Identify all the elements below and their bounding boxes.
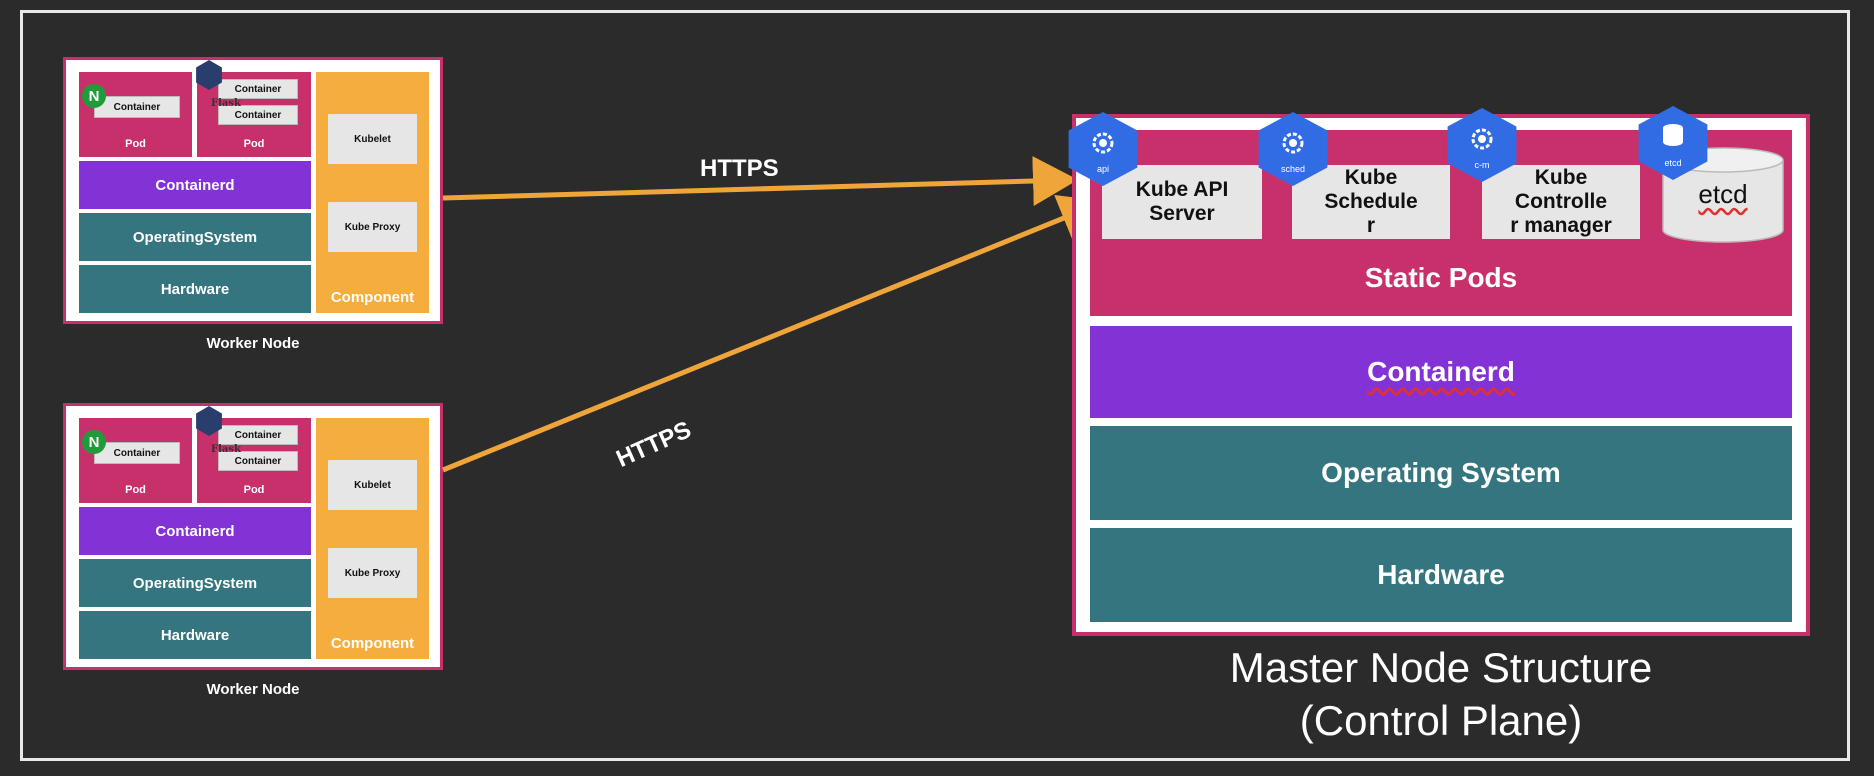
etcd: etcd: [1698, 178, 1748, 209]
worker-containerd-layer: Containerd: [79, 161, 311, 209]
master-containerd-layer: Containerd: [1090, 326, 1792, 418]
kube-api-server: Kube API Server: [1102, 165, 1262, 239]
pod-label: Pod: [243, 138, 265, 150]
nginx-icon: N: [82, 84, 106, 108]
pod-2: Container Container Flask Pod: [197, 72, 311, 157]
component-label: Component: [330, 288, 415, 306]
master-hardware-layer: Hardware: [1090, 528, 1792, 622]
container: Container: [218, 105, 298, 125]
diagram-frame: [20, 10, 1850, 761]
static-pods-layer: Kube API Server Kube Schedule r Kube Con…: [1090, 130, 1792, 316]
worker-os-layer: OperatingSystem: [79, 213, 311, 261]
flask-label: Flask: [211, 444, 241, 455]
kubelet: Kubelet: [328, 460, 417, 510]
worker-node-caption: Worker Node: [206, 334, 300, 352]
master-node: Kube API Server Kube Schedule r Kube Con…: [1072, 114, 1810, 636]
worker-node-1: Container Pod N Container Container Flas…: [63, 57, 443, 324]
icon-label: sched: [1280, 164, 1306, 174]
kube-scheduler: Kube Schedule r: [1292, 165, 1450, 239]
kube-proxy: Kube Proxy: [328, 548, 417, 598]
kubelet: Kubelet: [328, 114, 417, 164]
worker-component-column: Kubelet Kube Proxy Component: [316, 418, 429, 659]
icon-label: etcd: [1664, 158, 1682, 168]
worker-hardware-layer: Hardware: [79, 611, 311, 659]
static-pods-label: Static Pods: [1364, 262, 1518, 293]
gear-icon: [1092, 132, 1114, 154]
master-os-layer: Operating System: [1090, 426, 1792, 520]
container: Container: [218, 79, 298, 99]
nginx-icon: N: [82, 430, 106, 454]
pod-label: Pod: [243, 484, 265, 496]
worker-node-caption: Worker Node: [206, 680, 300, 698]
container: Container: [218, 425, 298, 445]
containerd-label: Containerd: [1367, 356, 1515, 387]
pod-2: Container Container Flask Pod: [197, 418, 311, 503]
gear-icon: [1282, 132, 1304, 154]
icon-label: api: [1096, 164, 1109, 174]
kube-controller-manager: Kube Controlle r manager: [1482, 165, 1640, 239]
master-title-line-1: Master Node Structure: [1229, 644, 1653, 691]
container: Container: [94, 96, 180, 118]
master-node-title: Master Node Structure (Control Plane): [1072, 642, 1810, 747]
icon-label: c-m: [1474, 160, 1490, 170]
container: Container: [94, 442, 180, 464]
kube-proxy: Kube Proxy: [328, 202, 417, 252]
pod-label: Pod: [125, 484, 146, 496]
component-label: Component: [330, 634, 415, 652]
container: Container: [218, 451, 298, 471]
worker-os-layer: OperatingSystem: [79, 559, 311, 607]
worker-node-2: Container Pod N Container Container Flas…: [63, 403, 443, 670]
pod-1: Container Pod: [79, 72, 192, 157]
pod-label: Pod: [125, 138, 146, 150]
gear-icon: [1471, 128, 1493, 150]
worker-component-column: Kubelet Kube Proxy Component: [316, 72, 429, 313]
flask-label: Flask: [211, 98, 241, 109]
master-title-line-2: (Control Plane): [1299, 696, 1583, 744]
worker-hardware-layer: Hardware: [79, 265, 311, 313]
worker-containerd-layer: Containerd: [79, 507, 311, 555]
https-label-top: HTTPS: [700, 155, 779, 182]
database-icon: [1663, 124, 1683, 146]
